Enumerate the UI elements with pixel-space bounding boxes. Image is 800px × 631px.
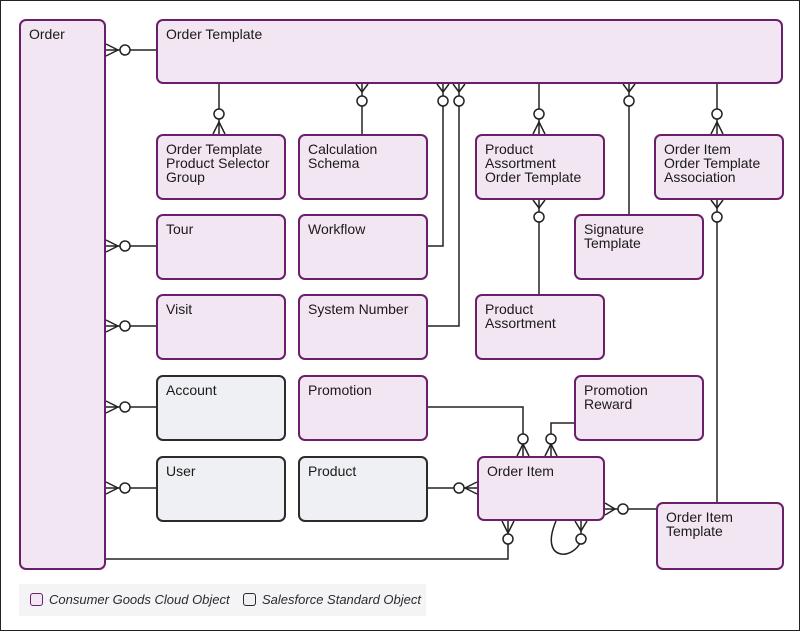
entity-calculation-schema[interactable]: Calculation Schema bbox=[298, 134, 428, 200]
entity-product-assortment-order-template[interactable]: Product Assortment Order Template bbox=[475, 134, 605, 200]
entity-promotion-reward[interactable]: Promotion Reward bbox=[574, 375, 704, 441]
rel-ot-sysnum bbox=[428, 84, 460, 327]
entity-promotion[interactable]: Promotion bbox=[298, 375, 428, 441]
entity-order-item[interactable]: Order Item bbox=[477, 456, 605, 521]
legend-label-custom: Consumer Goods Cloud Object bbox=[49, 592, 230, 607]
entity-order-template-product-selector-group[interactable]: Order Template Product Selector Group bbox=[156, 134, 286, 200]
legend: Consumer Goods Cloud Object Salesforce S… bbox=[19, 584, 426, 616]
entity-product[interactable]: Product bbox=[298, 456, 428, 522]
entity-visit[interactable]: Visit bbox=[156, 294, 286, 360]
entity-signature-template[interactable]: Signature Template bbox=[574, 214, 704, 280]
entity-order-item-template[interactable]: Order Item Template bbox=[656, 502, 784, 570]
entity-product-assortment[interactable]: Product Assortment bbox=[475, 294, 605, 360]
legend-swatch-standard bbox=[243, 593, 256, 606]
rel-order-oi bbox=[106, 521, 509, 560]
entity-workflow[interactable]: Workflow bbox=[298, 214, 428, 280]
entity-account[interactable]: Account bbox=[156, 375, 286, 441]
rel-promotion-oi bbox=[428, 406, 524, 456]
entity-order-item-order-template-association[interactable]: Order Item Order Template Association bbox=[654, 134, 784, 200]
rel-ot-workflow bbox=[428, 84, 444, 247]
legend-label-standard: Salesforce Standard Object bbox=[262, 592, 421, 607]
entity-order-template[interactable]: Order Template bbox=[156, 19, 783, 84]
entity-user[interactable]: User bbox=[156, 456, 286, 522]
legend-swatch-custom bbox=[30, 593, 43, 606]
entity-order[interactable]: Order bbox=[19, 19, 106, 570]
entity-tour[interactable]: Tour bbox=[156, 214, 286, 280]
entity-system-number[interactable]: System Number bbox=[298, 294, 428, 360]
